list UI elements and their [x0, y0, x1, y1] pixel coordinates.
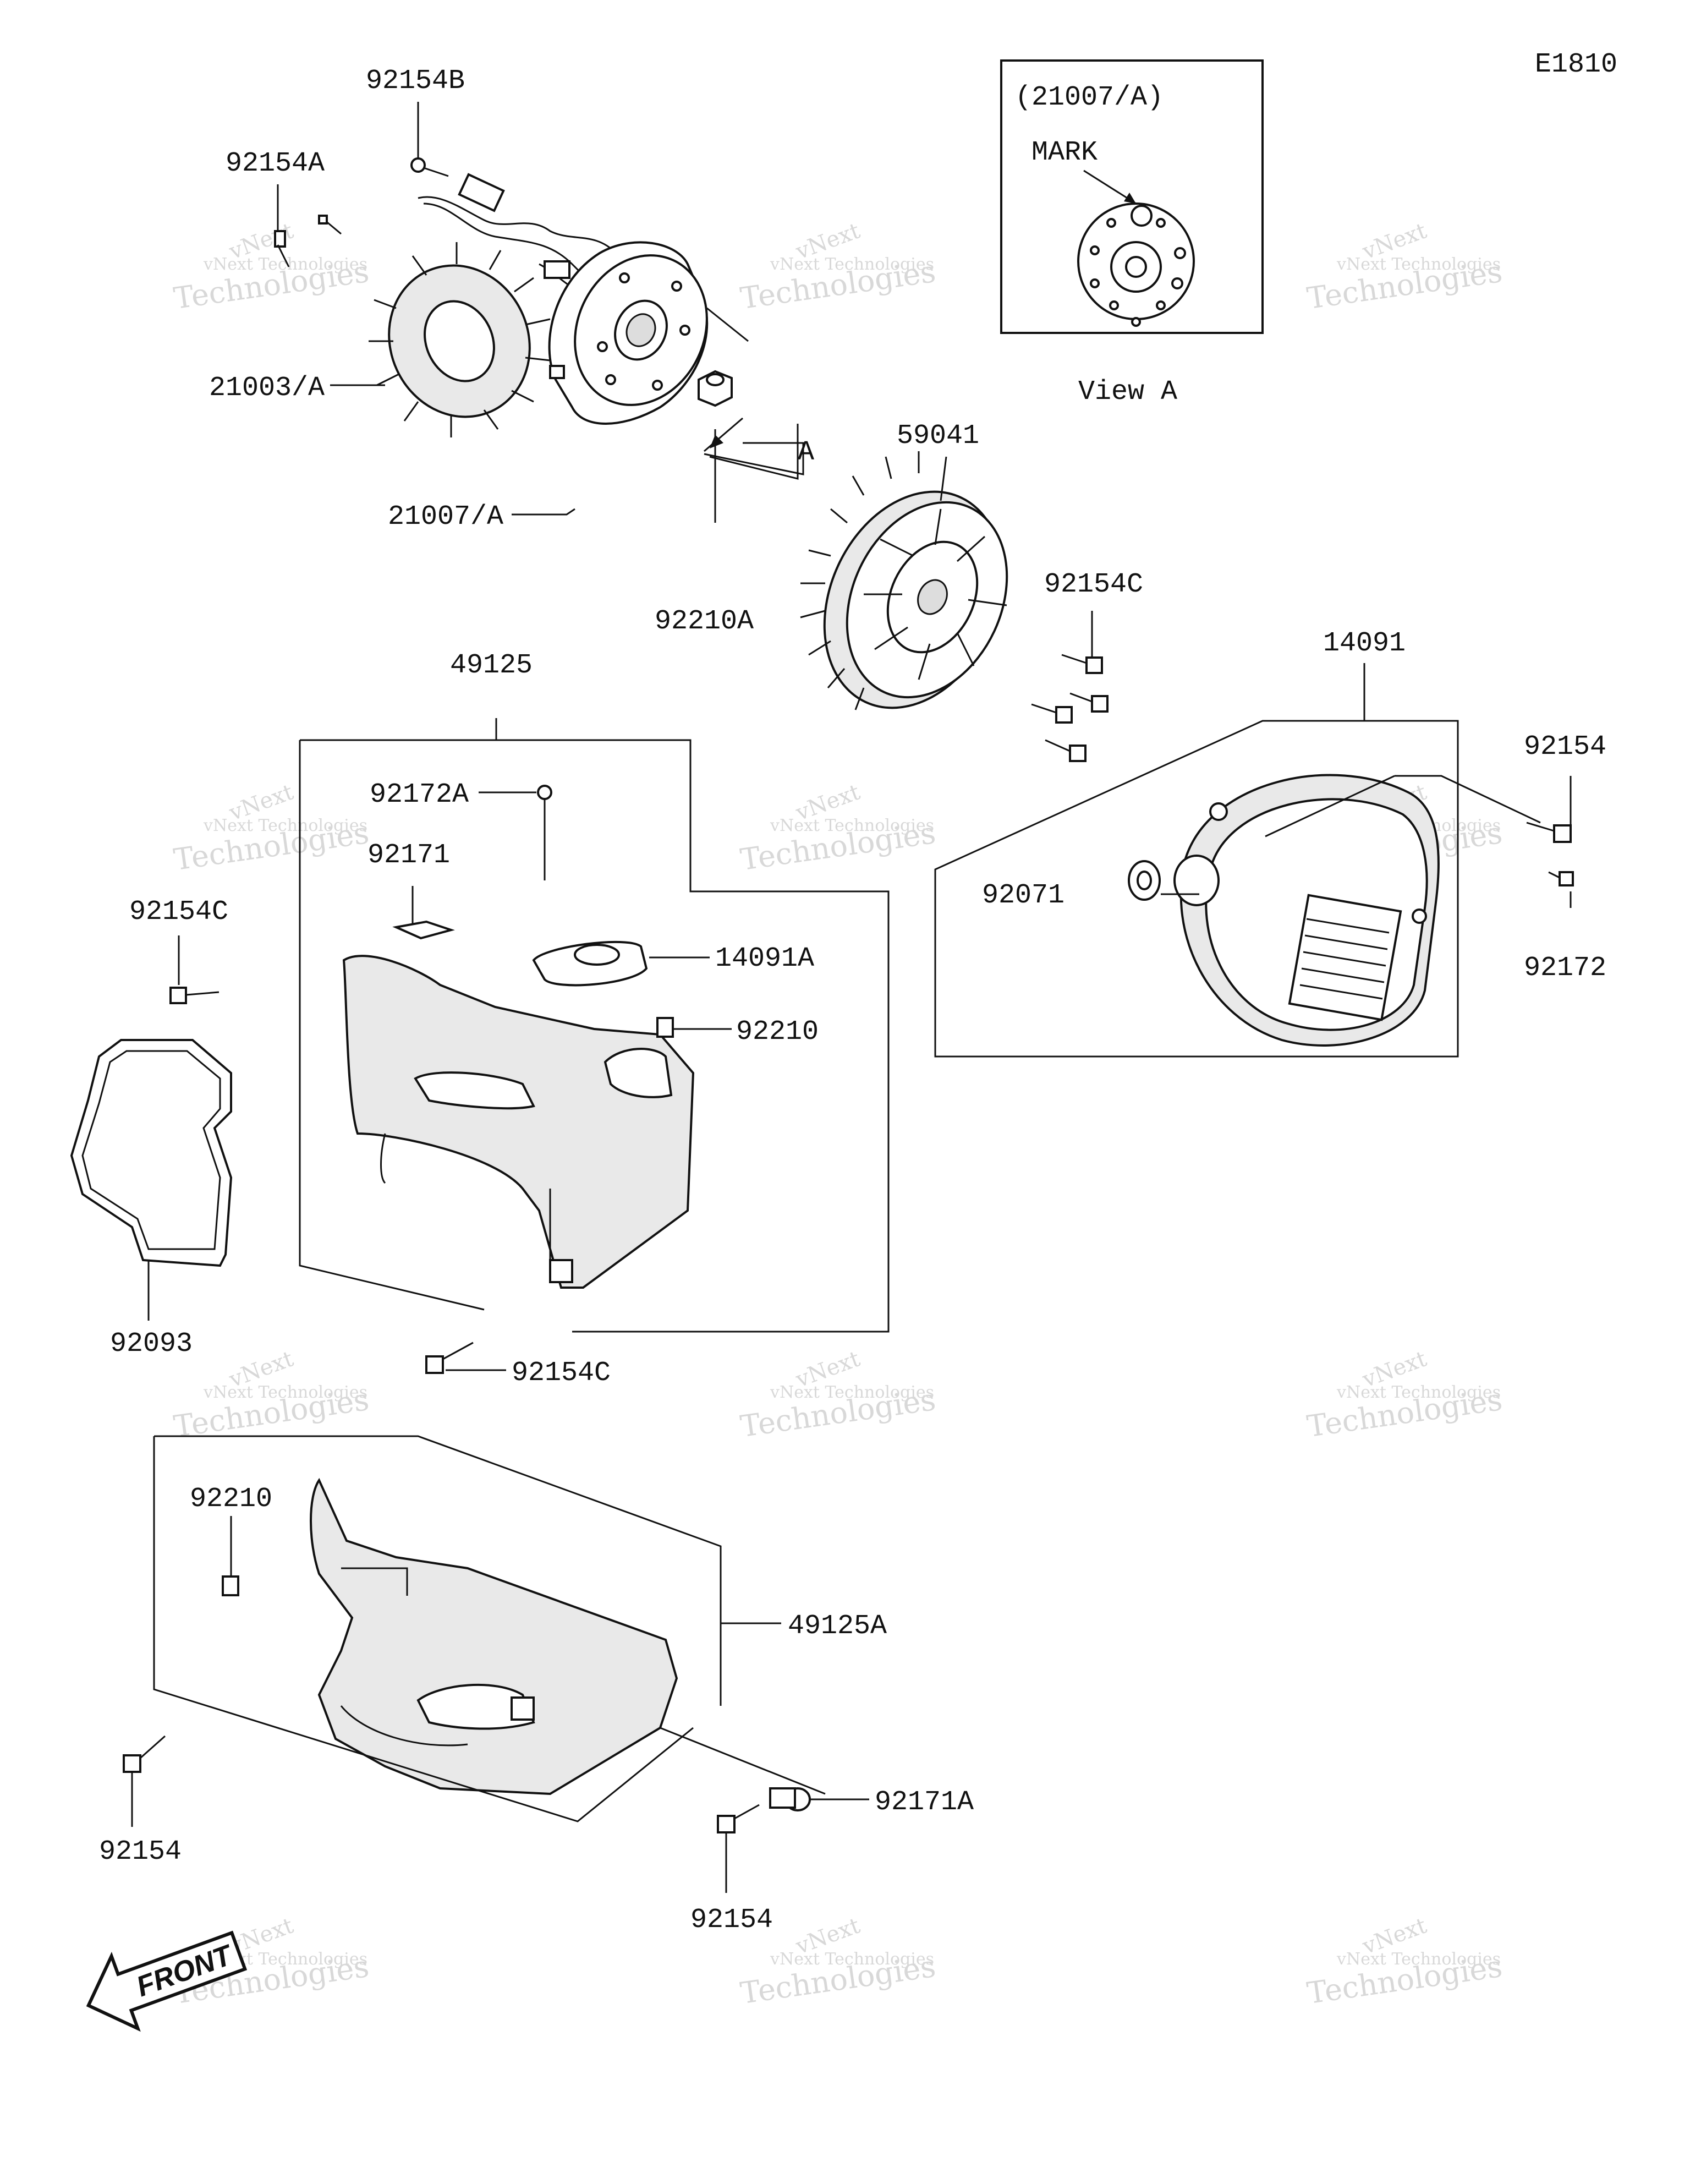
- gasket: [70, 1039, 233, 1267]
- watermark: vNext Technologies: [203, 816, 367, 835]
- lower-shroud: [310, 1477, 678, 1796]
- leader-lines: [131, 102, 1572, 1893]
- label-92172a: 92172A: [370, 779, 469, 811]
- label-92154c-left: 92154C: [129, 896, 228, 928]
- label-92154c-bottom: 92154C: [512, 1358, 611, 1389]
- view-a-inset: (21007/A) MARK View A: [1000, 59, 1264, 408]
- label-92171: 92171: [367, 840, 450, 871]
- label-92210a: 92210A: [655, 606, 754, 637]
- group-brackets: [153, 720, 1541, 1822]
- label-49125: 49125: [450, 650, 533, 681]
- diagram-code: E1810: [1535, 49, 1617, 80]
- clamp-92171a: [769, 1787, 811, 1811]
- watermark: vNext Technologies: [1336, 1383, 1501, 1402]
- label-92154c-top: 92154C: [1044, 569, 1143, 600]
- label-92093: 92093: [110, 1328, 193, 1360]
- label-92154b: 92154B: [366, 65, 465, 97]
- label-14091a: 14091A: [715, 943, 814, 975]
- label-92154-left: 92154: [99, 1836, 182, 1868]
- label-59041: 59041: [897, 420, 979, 452]
- screw-92172: [1548, 871, 1574, 886]
- label-21003a: 21003/A: [209, 373, 325, 404]
- flywheel: [548, 241, 709, 425]
- label-92154-bottom: 92154: [690, 1904, 773, 1936]
- watermark: vNext Technologies: [770, 1383, 934, 1402]
- watermark: vNext Technologies: [1336, 1950, 1501, 1969]
- bolt-92154-bottom: [717, 1804, 760, 1833]
- label-21007a: 21007/A: [388, 501, 503, 533]
- label-92154-right: 92154: [1524, 731, 1606, 763]
- view-a-arrow: [704, 417, 743, 452]
- bolt-92154c-bottom: [425, 1342, 474, 1374]
- label-92071: 92071: [982, 880, 1065, 911]
- watermark: vNext Technologies: [203, 1383, 367, 1402]
- bolt-92154c-left: [169, 987, 220, 1004]
- label-14091: 14091: [1323, 628, 1406, 659]
- label-92172: 92172: [1524, 953, 1606, 984]
- screw-92172a: [537, 785, 552, 818]
- part-labels: 92154B 92154A 21003/A 21007/A A 92210A 5…: [99, 65, 1606, 1936]
- bolts-92154c-top: [1031, 654, 1109, 762]
- nut-92210-low: [222, 1575, 239, 1596]
- label-view-a-arrow: A: [798, 437, 814, 468]
- nut-92210a: [698, 370, 733, 407]
- bolt-92154a: [274, 215, 342, 267]
- cap-14091a: [532, 940, 648, 987]
- washer-92071: [1128, 860, 1161, 901]
- watermark: vNext Technologies: [770, 1950, 934, 1969]
- fan-cover: [1173, 774, 1440, 1047]
- label-49125a: 49125A: [788, 1611, 887, 1642]
- watermark: vNext Technologies: [770, 816, 934, 835]
- bolt-92154b: [410, 157, 449, 177]
- label-92210-low: 92210: [190, 1484, 272, 1515]
- flywheel-face: [1077, 202, 1195, 327]
- label-92154a: 92154A: [226, 148, 325, 179]
- watermark: vNext Technologies: [1336, 255, 1501, 274]
- cooling-fan: [800, 451, 1008, 710]
- shroud: [342, 955, 695, 1289]
- bolt-92154-right: [1526, 822, 1572, 843]
- nut-92210-mid: [656, 1017, 674, 1038]
- mark-label: MARK: [1031, 137, 1098, 168]
- bolt-92154-left: [123, 1735, 166, 1773]
- watermark: vNext Technologies: [770, 255, 934, 274]
- view-a-caption: View A: [1078, 376, 1177, 408]
- label-92210-mid: 92210: [736, 1016, 819, 1048]
- view-a-title: (21007/A): [1015, 82, 1164, 113]
- label-92171a: 92171A: [875, 1787, 974, 1818]
- clip-92171: [392, 920, 455, 940]
